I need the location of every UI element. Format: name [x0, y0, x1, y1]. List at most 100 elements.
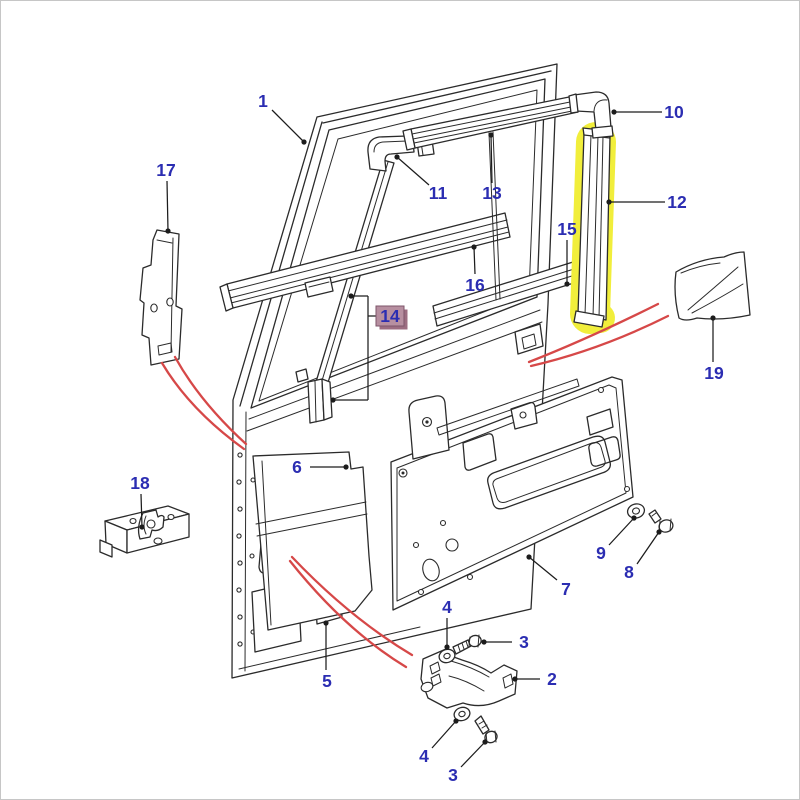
latch-slot [521, 333, 537, 350]
callout-number: 12 [667, 192, 687, 212]
leader-dot [656, 529, 662, 535]
leader-dot [512, 676, 518, 682]
callout-12-5[interactable]: 12 [606, 192, 687, 212]
callout-8-12[interactable]: 8 [624, 529, 662, 582]
callout-16-7[interactable]: 16 [465, 244, 485, 295]
callout-number: 9 [596, 543, 606, 563]
waist-line-1 [248, 309, 541, 420]
right-rounded-cutout [588, 436, 621, 467]
callout-5-14[interactable]: 5 [322, 620, 332, 691]
leader-dot [394, 154, 400, 160]
callout-4-15[interactable]: 4 [442, 597, 452, 650]
leader-dot [631, 515, 637, 521]
callout-1-0[interactable]: 1 [258, 91, 307, 145]
leader-dot [471, 244, 477, 250]
leader-dot [564, 281, 570, 287]
callout-7-13[interactable]: 7 [526, 554, 571, 599]
callout-2-17[interactable]: 2 [512, 669, 557, 689]
callout-11-2[interactable]: 11 [394, 154, 448, 203]
leader-dot [330, 397, 336, 403]
long-slot [436, 378, 580, 436]
callout-number: 15 [557, 219, 577, 239]
waist-rail-end-cap [219, 283, 234, 312]
panel-top-tab [408, 395, 450, 460]
callout-4-18[interactable]: 4 [419, 718, 459, 766]
red-guide-lines [160, 302, 670, 669]
bracket-part18 [99, 505, 190, 558]
leader-dot [139, 524, 145, 530]
callout-number: 8 [624, 562, 634, 582]
callout-number: 14 [380, 306, 400, 326]
lock-block [304, 276, 334, 298]
leader-line [140, 493, 143, 528]
leader-dot [165, 228, 171, 234]
leader-line [431, 720, 457, 749]
callout-18-10[interactable]: 18 [130, 473, 150, 530]
leader-line [528, 556, 558, 581]
callout-19-8[interactable]: 19 [704, 315, 724, 383]
callout-number: 17 [156, 160, 175, 180]
bracket-part17 [139, 229, 183, 366]
callout-6-9[interactable]: 6 [292, 457, 349, 477]
barrier-sheet-part6 [252, 451, 373, 631]
callout-number: 3 [519, 632, 529, 652]
label-box [375, 305, 405, 327]
leader-line [460, 741, 486, 768]
washer-part4-lower [453, 706, 471, 722]
leader-line [396, 156, 430, 186]
check-bracket-part2 [420, 648, 518, 709]
leader-line [608, 517, 635, 546]
trim-panel-part7 [390, 376, 634, 611]
frame-edge-extra-top [322, 70, 552, 124]
seal-foot [573, 310, 605, 328]
leader-dot [481, 639, 487, 645]
callout-13-3[interactable]: 13 [482, 132, 502, 203]
leader-line [166, 180, 169, 232]
leader-dot [323, 620, 329, 626]
membrane-part19 [674, 251, 751, 321]
elbow-collar [591, 125, 614, 139]
drain-elbow-part10 [568, 91, 614, 139]
callout-number: 4 [419, 746, 429, 766]
bolt-part3-upper [452, 634, 482, 655]
frame-edge-extra-left [239, 121, 323, 407]
leader-line [271, 109, 305, 143]
leader-line [473, 246, 476, 275]
callout-number: 13 [482, 183, 502, 203]
callout-15-6[interactable]: 15 [557, 219, 577, 287]
callout-number: 16 [465, 275, 485, 295]
callout-number: 1 [258, 91, 268, 111]
leader-dot [710, 315, 716, 321]
glass-edge-line [488, 131, 501, 301]
window-aperture-outer [250, 78, 546, 409]
leader-dot [611, 109, 617, 115]
leader-dot [488, 132, 494, 138]
channel-block-side [321, 378, 333, 421]
callout-10-4[interactable]: 10 [611, 102, 684, 122]
callout-9-11[interactable]: 9 [596, 515, 637, 563]
callout-number: 19 [704, 363, 724, 383]
callout-3-16[interactable]: 3 [481, 632, 529, 652]
waist-rail-part16 [219, 212, 511, 312]
callout-number: 5 [322, 671, 332, 691]
callout-number: 4 [442, 597, 452, 617]
leader-dot [482, 739, 488, 745]
bolt-part3-lower [474, 715, 498, 744]
leader-dot [444, 644, 450, 650]
callout-number: 10 [664, 102, 684, 122]
leader-dot [301, 139, 307, 145]
callout-17-1[interactable]: 17 [156, 160, 176, 234]
callout-3-19[interactable]: 3 [448, 739, 488, 785]
waist-line-2 [246, 321, 543, 432]
callout-14-highlighted[interactable]: 14 [330, 293, 408, 403]
bracket18-foot [99, 539, 113, 558]
leader-dot [526, 554, 532, 560]
glass-run-end-cap [402, 128, 416, 151]
left-edge-inner [244, 411, 247, 672]
leader-line [490, 134, 493, 184]
elbow-end-cap [568, 93, 579, 114]
bolt-part8 [648, 509, 674, 533]
